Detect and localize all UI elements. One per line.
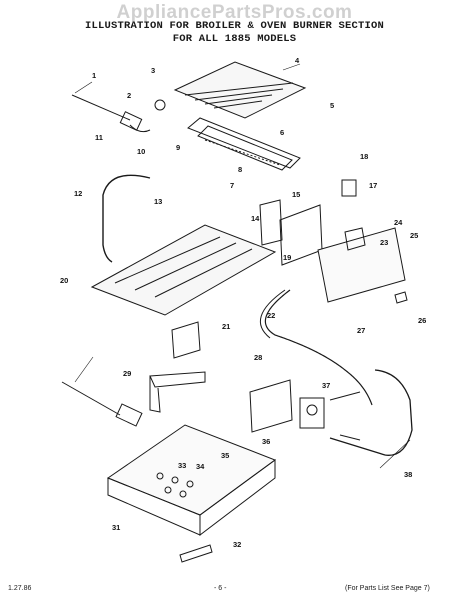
callout-5: 5 [330, 101, 334, 110]
callout-6: 6 [280, 128, 284, 137]
callout-10: 10 [137, 147, 145, 156]
header-line-1: ILLUSTRATION FOR BROILER & OVEN BURNER S… [84, 20, 385, 32]
callout-14: 14 [251, 214, 260, 223]
part-gas-tube [102, 174, 151, 263]
footer-date: 1.27.86 [8, 585, 32, 592]
callout-18: 18 [360, 152, 368, 161]
part-oven-bottom [90, 224, 277, 316]
callout-1: 1 [92, 71, 96, 80]
callout-26: 26 [418, 316, 426, 325]
callout-15: 15 [292, 190, 300, 199]
footer-note: (For Parts List See Page 7) [345, 585, 430, 592]
part-regulator [299, 397, 325, 429]
callout-20: 20 [60, 276, 68, 285]
callout-21: 21 [222, 322, 230, 331]
part-shield [171, 321, 201, 359]
callout-13: 13 [154, 197, 162, 206]
watermark: AppliancePartsPros.com [116, 2, 353, 23]
callout-3: 3 [151, 66, 155, 75]
part-valve-bracket [249, 379, 293, 433]
part-oven-gas-tube [329, 369, 413, 456]
footer-page: - 6 - [214, 585, 227, 592]
callout-4: 4 [295, 56, 300, 65]
callout-38: 38 [404, 470, 412, 479]
part-fitting [329, 391, 361, 401]
callout-27: 27 [357, 326, 365, 335]
callout-19: 19 [283, 253, 291, 262]
callout-9: 9 [176, 143, 180, 152]
callout-11: 11 [95, 133, 103, 142]
part-burner-box [106, 424, 277, 537]
part-control-box [317, 227, 408, 304]
callout-labels: 1234567891011121314151718192021222324252… [60, 56, 426, 549]
part-oven-burner [149, 371, 206, 413]
callout-28: 28 [254, 353, 262, 362]
callout-29: 29 [123, 369, 131, 378]
callout-23: 23 [380, 238, 388, 247]
callout-25: 25 [410, 231, 418, 240]
callout-35: 35 [221, 451, 229, 460]
part-broiler-valve [71, 94, 166, 133]
callout-34: 34 [196, 462, 205, 471]
part-broiler-pan [173, 61, 307, 119]
callout-31: 31 [112, 523, 120, 532]
callout-33: 33 [178, 461, 186, 470]
callout-32: 32 [233, 540, 241, 549]
header-line-2: FOR ALL 1885 MODELS [172, 33, 297, 45]
callout-22: 22 [267, 311, 275, 320]
callout-12: 12 [74, 189, 82, 198]
callout-37: 37 [322, 381, 330, 390]
part-wire-harness [264, 289, 373, 406]
callout-36: 36 [262, 437, 270, 446]
callout-8: 8 [238, 165, 242, 174]
part-broiler-burner [187, 117, 301, 171]
callout-24: 24 [394, 218, 403, 227]
diagram-header: ILLUSTRATION FOR BROILER & OVEN BURNER S… [0, 6, 469, 46]
callout-17: 17 [369, 181, 377, 190]
part-oven-valve [61, 381, 143, 427]
callout-2: 2 [127, 91, 131, 100]
callout-7: 7 [230, 181, 234, 190]
part-switch [341, 179, 357, 197]
part-small-block [179, 544, 213, 563]
